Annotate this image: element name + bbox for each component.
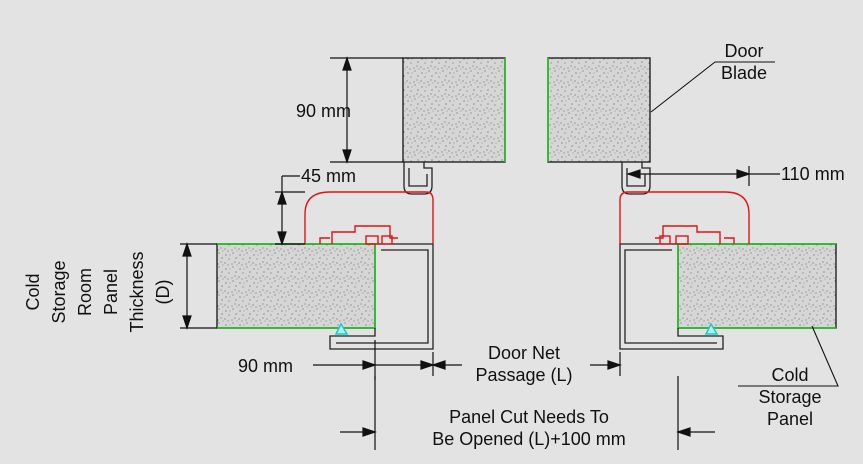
panel-thickness-label: Cold Storage Room Panel Thickness (D) <box>23 251 173 333</box>
dimension-frame-height <box>275 175 305 246</box>
net-passage-label: Door Net Passage (L) <box>475 343 573 385</box>
seal-icon <box>403 162 651 195</box>
dimension-frame-reach <box>626 166 780 186</box>
arrow-head-icon <box>736 169 751 179</box>
door-frame-right <box>619 191 750 245</box>
arrow-head-icon <box>342 149 352 164</box>
arrow-head-icon <box>420 360 435 370</box>
dimension-panel-thickness <box>180 242 217 330</box>
cold-storage-panel-left <box>216 243 376 329</box>
arrow-head-icon <box>626 169 641 179</box>
arrow-head-icon <box>182 315 192 330</box>
cold-storage-panel-label: Cold Storage Panel <box>758 365 822 429</box>
arrow-head-icon <box>182 242 192 257</box>
arrow-head-icon <box>362 360 377 370</box>
arrow-head-icon <box>277 231 287 246</box>
frame-reach-label: 110 mm <box>781 164 845 184</box>
door-frame-left <box>304 191 434 245</box>
door-blade-right <box>547 57 651 163</box>
panel-cut-label: Panel Cut Needs To Be Opened (L)+100 mm <box>432 407 626 449</box>
dimension-panel-width <box>313 340 435 380</box>
dimension-net-passage <box>431 352 622 376</box>
blade-thickness-label: 90 mm <box>296 101 352 121</box>
frame-height-label: 45 mm <box>301 166 357 186</box>
arrow-head-icon <box>431 360 446 370</box>
arrow-head-icon <box>342 56 352 71</box>
panel-width-label: 90 mm <box>238 356 294 376</box>
arrow-head-icon <box>277 190 287 205</box>
dimension-panel-cut <box>340 376 715 450</box>
arrow-head-icon <box>362 427 377 437</box>
door-blade-label: Door Blade <box>720 41 768 83</box>
door-blade-left <box>402 57 506 163</box>
leader-lines <box>650 61 839 387</box>
gasket-icon <box>334 322 719 335</box>
cold-storage-panel-right <box>677 243 837 329</box>
arrow-head-icon <box>607 360 622 370</box>
arrow-head-icon <box>676 427 691 437</box>
dimension-blade-thickness <box>330 56 403 164</box>
